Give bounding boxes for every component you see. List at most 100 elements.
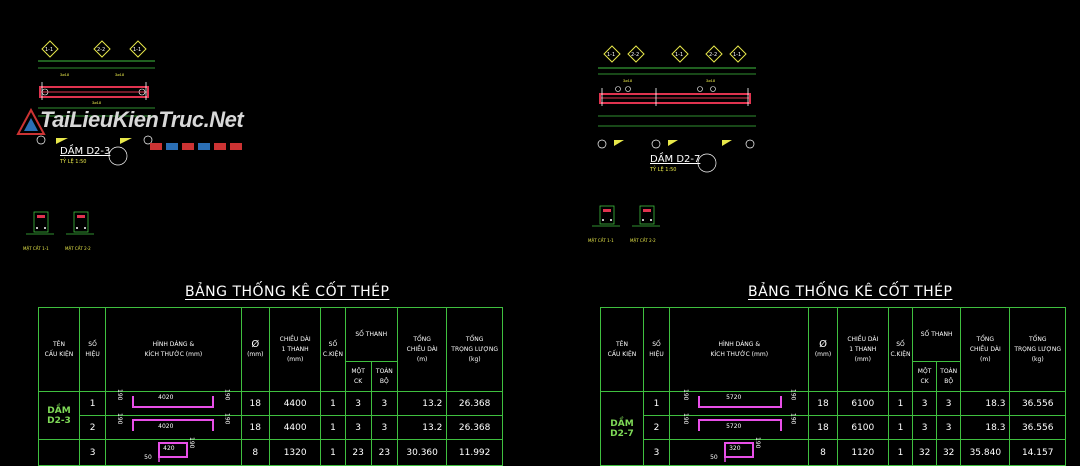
- right-leg: 190: [789, 413, 797, 425]
- cell-id: 1: [642, 391, 671, 416]
- cell-len: 4400: [268, 391, 322, 416]
- hdr-tong2: TỔNG: [1028, 335, 1047, 343]
- element-name-line2: D2-7: [610, 428, 634, 439]
- hdr-so: SỐ: [88, 340, 97, 348]
- cell-one: 32: [912, 439, 938, 466]
- table-row: DẦM D2-7 1 190 5720 190 18 6100 1 3 3 18…: [600, 389, 1066, 466]
- cell-id: 1: [78, 391, 107, 416]
- hdr-chieu-dai-tong: CHIỀU DÀI: [969, 345, 1001, 353]
- cell-weight: 36.556: [1009, 391, 1066, 416]
- left-section-label-1: MẶT CẮT 1-1: [23, 246, 49, 251]
- hdr-kg: (kg): [1031, 355, 1044, 363]
- hdr-cau-kien: CẤU KIỆN: [44, 350, 74, 358]
- right-section-icons: [592, 205, 660, 227]
- hdr-so-ck: SỐ: [328, 340, 338, 348]
- hdr-trong-luong: TRỌNG LƯỢNG: [1014, 345, 1062, 353]
- right-leg: 190: [789, 389, 797, 401]
- cell-total-len: 18.3: [960, 415, 1011, 440]
- right-tag-3: 1-1: [675, 52, 683, 58]
- left-tag-1: 1-1: [45, 47, 53, 53]
- cell-total-len: 13.2: [396, 415, 448, 440]
- cell-all: 3: [370, 415, 398, 440]
- bar-shape-icon: [132, 396, 215, 408]
- cell-total-len: 18.3: [960, 391, 1011, 416]
- stirrup-shape-icon: [724, 442, 755, 462]
- bar-shape-icon: [698, 419, 783, 431]
- shape-cell: 320 50 190: [669, 437, 810, 466]
- stirrup-shape-icon: [158, 442, 189, 462]
- svg-text:3ø18: 3ø18: [92, 100, 102, 105]
- hdr-m: (m): [980, 355, 991, 363]
- left-section-icons: [26, 211, 94, 235]
- cell-len: 4400: [268, 415, 322, 440]
- hdr-cau-kien: CẤU KIỆN: [607, 350, 637, 358]
- right-table-title: BẢNG THỐNG KÊ CỐT THÉP: [748, 284, 953, 300]
- hdr-hieu: HIỆU: [649, 350, 664, 358]
- cell-all: 32: [936, 439, 962, 466]
- right-leg: 190: [188, 437, 196, 449]
- svg-text:3ø18: 3ø18: [115, 72, 125, 77]
- cell-all: 3: [370, 391, 398, 416]
- cell-dia: 18: [240, 391, 270, 416]
- svg-text:3ø18: 3ø18: [623, 78, 633, 83]
- right-caption-circle: [696, 152, 718, 179]
- left-sections: [22, 208, 112, 256]
- shape-dim: 5720: [726, 423, 742, 430]
- shape-cell: 190 5720 190: [669, 389, 810, 416]
- cell-id: 2: [78, 415, 107, 440]
- table-row: DẦM D2-3 1 190 4020 190 18 4400 1 3 3 13…: [38, 389, 503, 440]
- hdr-m: (m): [416, 355, 428, 363]
- left-tag-3: 1-1: [133, 47, 141, 53]
- cell-one: 23: [344, 439, 372, 466]
- cell-len: 1120: [836, 439, 889, 466]
- hdr-so-ck: SỐ: [896, 340, 905, 348]
- element-name: DẦM D2-7: [600, 391, 644, 466]
- shape-cell: 190 5720 190: [669, 413, 810, 440]
- hdr-mot-thanh: 1 THANH: [281, 345, 309, 353]
- hdr-so: SỐ: [652, 340, 661, 348]
- left-leg: 190: [682, 389, 690, 401]
- hdr-phi: Ø: [819, 338, 827, 350]
- hdr-mm2: (mm): [286, 355, 304, 363]
- bar-shape-icon: [698, 396, 783, 408]
- cell-all: 23: [370, 439, 398, 466]
- hdr-tong1: TỔNG: [976, 335, 995, 343]
- cell-total-len: 13.2: [396, 391, 448, 416]
- hdr-ck: CK: [920, 377, 929, 385]
- hdr-c-kien: C.KIỆN: [890, 350, 911, 358]
- cell-id: 2: [642, 415, 671, 440]
- hdr-mot-thanh: 1 THANH: [849, 345, 877, 353]
- watermark-bar: [150, 138, 250, 150]
- hdr-toan: TOÀN: [375, 367, 393, 375]
- shape-dim: 4020: [158, 423, 174, 430]
- cell-dia: 18: [808, 415, 838, 440]
- hdr-ten: TÊN: [615, 340, 628, 348]
- right-tag-1: 1-1: [607, 52, 615, 58]
- left-tag-2: 2-2: [97, 47, 105, 53]
- cell-ck: 1: [887, 415, 914, 440]
- right-beam-caption: DẦM D2-7: [650, 154, 701, 165]
- cell-one: 3: [344, 415, 372, 440]
- right-tag-5: 1-1: [733, 52, 741, 58]
- hdr-phi: Ø: [251, 338, 260, 350]
- left-beam-caption: DẦM D2-3: [60, 146, 111, 157]
- right-tag-4: 2-2: [709, 52, 717, 58]
- cell-one: 3: [344, 391, 372, 416]
- cell-weight: 26.368: [446, 391, 503, 416]
- table-row: 2 190 5720 190 18 6100 1 3 3 18.3 36.556: [601, 413, 1066, 440]
- shape-cell: 420 50 190: [105, 437, 242, 466]
- hdr-bo: BỘ: [944, 377, 954, 385]
- cell-weight: 36.556: [1009, 415, 1066, 440]
- cell-weight: 26.368: [446, 415, 503, 440]
- hdr-hieu: HIỆU: [85, 350, 100, 358]
- hdr-ck: CK: [354, 377, 363, 385]
- hdr-toan: TOÀN: [940, 367, 958, 375]
- shape-dim: 320: [729, 445, 741, 452]
- right-scale: TỶ LỆ 1:50: [650, 167, 677, 173]
- hook-len: 50: [710, 454, 718, 461]
- right-leg: 190: [223, 389, 231, 401]
- bar-shape-icon: [132, 419, 215, 431]
- cell-ck: 1: [887, 391, 914, 416]
